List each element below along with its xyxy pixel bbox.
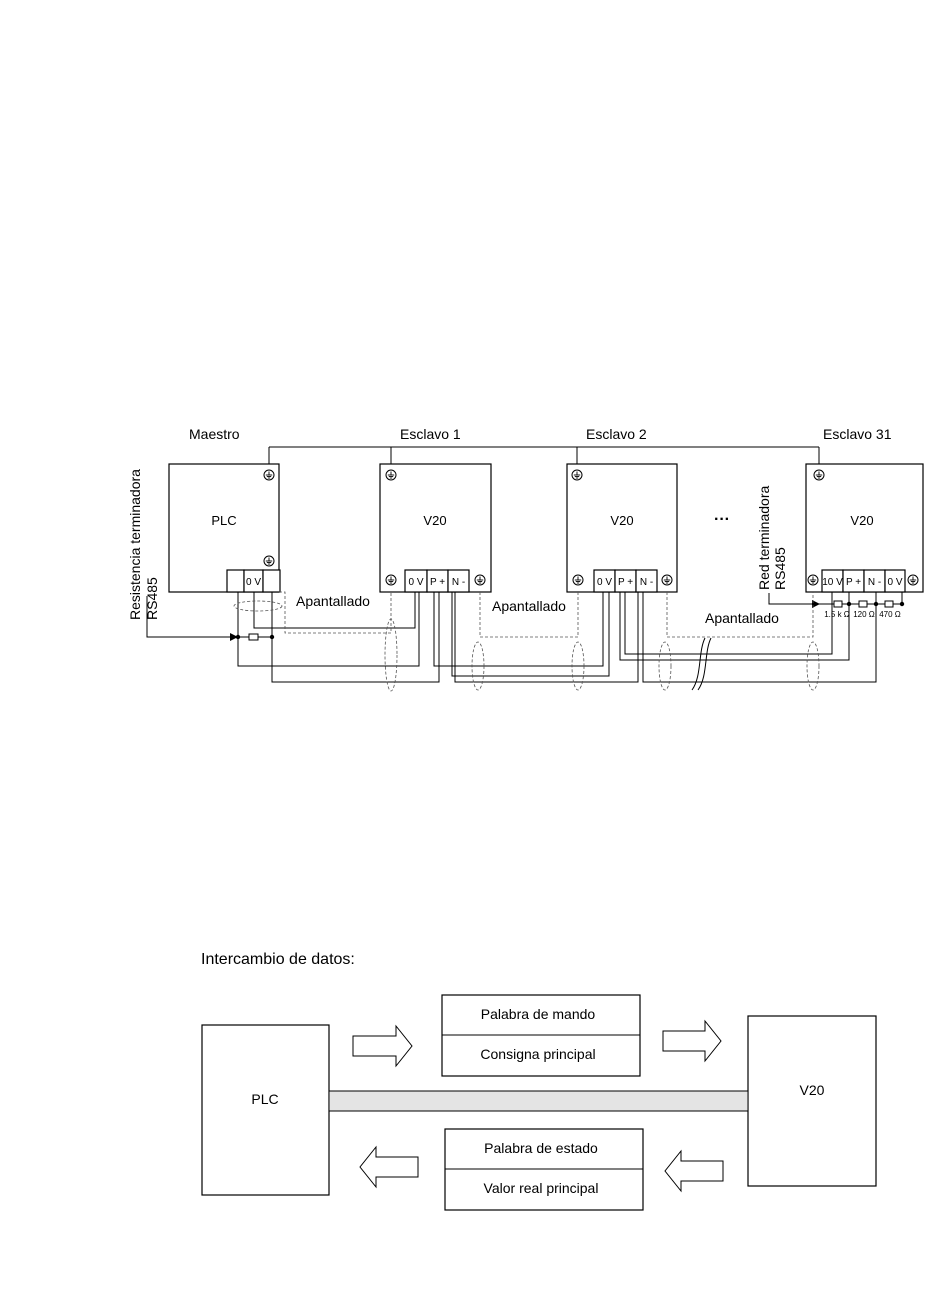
ground-icon bbox=[571, 469, 583, 481]
terminal-0v: 0 V bbox=[597, 577, 612, 588]
terminal-10v: 10 V bbox=[822, 577, 843, 588]
v20-slave31-label: V20 bbox=[850, 513, 873, 528]
resistor-label: 120 Ω bbox=[853, 610, 875, 619]
terminal-p: P + bbox=[846, 577, 861, 588]
ground-icon bbox=[385, 574, 397, 586]
shield-wires bbox=[233, 591, 820, 692]
ground-icon bbox=[907, 574, 919, 586]
slave1-label: Esclavo 1 bbox=[400, 426, 461, 442]
shielded-label: Apantallado bbox=[296, 593, 370, 609]
ground-icon bbox=[263, 555, 275, 567]
slave1-terminal-strip: 0 V P + N - bbox=[404, 569, 470, 593]
break-marks bbox=[691, 637, 712, 691]
arrow-right-icon bbox=[662, 1019, 722, 1063]
exchange-title: Intercambio de datos: bbox=[201, 951, 355, 968]
bus-wires bbox=[237, 592, 877, 683]
slave31-terminator-network: 1.5 k Ω 120 Ω 470 Ω bbox=[768, 592, 905, 619]
terminal-0v: 0 V bbox=[887, 577, 902, 588]
left-terminator-label-2: RS485 bbox=[144, 577, 160, 620]
v20-slave1-label: V20 bbox=[423, 513, 446, 528]
shielded-label: Apantallado bbox=[492, 598, 566, 614]
slave31-label: Esclavo 31 bbox=[823, 426, 892, 442]
terminal-n: N - bbox=[452, 577, 465, 588]
slave2-label: Esclavo 2 bbox=[586, 426, 647, 442]
control-word-label: Palabra de mando bbox=[481, 1006, 596, 1022]
resistor-label: 1.5 k Ω bbox=[824, 610, 850, 619]
resistor-label: 470 Ω bbox=[879, 610, 901, 619]
shielded-label: Apantallado bbox=[705, 610, 779, 626]
terminal-p: P + bbox=[430, 577, 445, 588]
terminal-n: N - bbox=[868, 577, 881, 588]
right-terminator-label-1: Red terminadora bbox=[756, 486, 772, 590]
ground-icon bbox=[807, 574, 819, 586]
exchange-v20-box bbox=[747, 1015, 877, 1187]
slave2-terminal-strip: 0 V P + N - bbox=[593, 569, 658, 593]
ellipsis: ··· bbox=[714, 511, 730, 528]
main-setpoint-label: Consigna principal bbox=[480, 1046, 595, 1062]
arrow-left-icon bbox=[664, 1149, 724, 1193]
master-label: Maestro bbox=[189, 426, 240, 442]
status-word-label: Palabra de estado bbox=[484, 1140, 598, 1156]
arrow-right-icon bbox=[352, 1024, 413, 1068]
plc-terminal-strip: 0 V bbox=[226, 569, 281, 593]
terminal-n: N - bbox=[640, 577, 653, 588]
exchange-plc-box bbox=[201, 1024, 330, 1196]
terminal-p: P + bbox=[618, 577, 633, 588]
plc-terminator-network bbox=[146, 596, 275, 641]
exchange-plc-label: PLC bbox=[251, 1091, 278, 1107]
ground-icon bbox=[572, 574, 584, 586]
arrow-left-icon bbox=[359, 1145, 419, 1189]
ground-icon bbox=[474, 574, 486, 586]
exchange-v20-label: V20 bbox=[800, 1082, 825, 1098]
right-terminator-label-2: RS485 bbox=[772, 547, 788, 590]
terminal-0v: 0 V bbox=[408, 577, 423, 588]
main-actual-label: Valor real principal bbox=[484, 1180, 599, 1196]
ground-icon bbox=[263, 469, 275, 481]
ground-icon bbox=[813, 469, 825, 481]
ground-icon bbox=[661, 574, 673, 586]
data-bus-bar bbox=[328, 1090, 749, 1112]
plc-terminal-0v: 0 V bbox=[246, 577, 261, 588]
plc-master-label: PLC bbox=[211, 513, 236, 528]
slave31-terminal-strip: 10 V P + N - 0 V bbox=[821, 569, 906, 593]
v20-slave2-label: V20 bbox=[610, 513, 633, 528]
ground-icon bbox=[385, 469, 397, 481]
left-terminator-label-1: Resistencia terminadora bbox=[127, 469, 143, 620]
